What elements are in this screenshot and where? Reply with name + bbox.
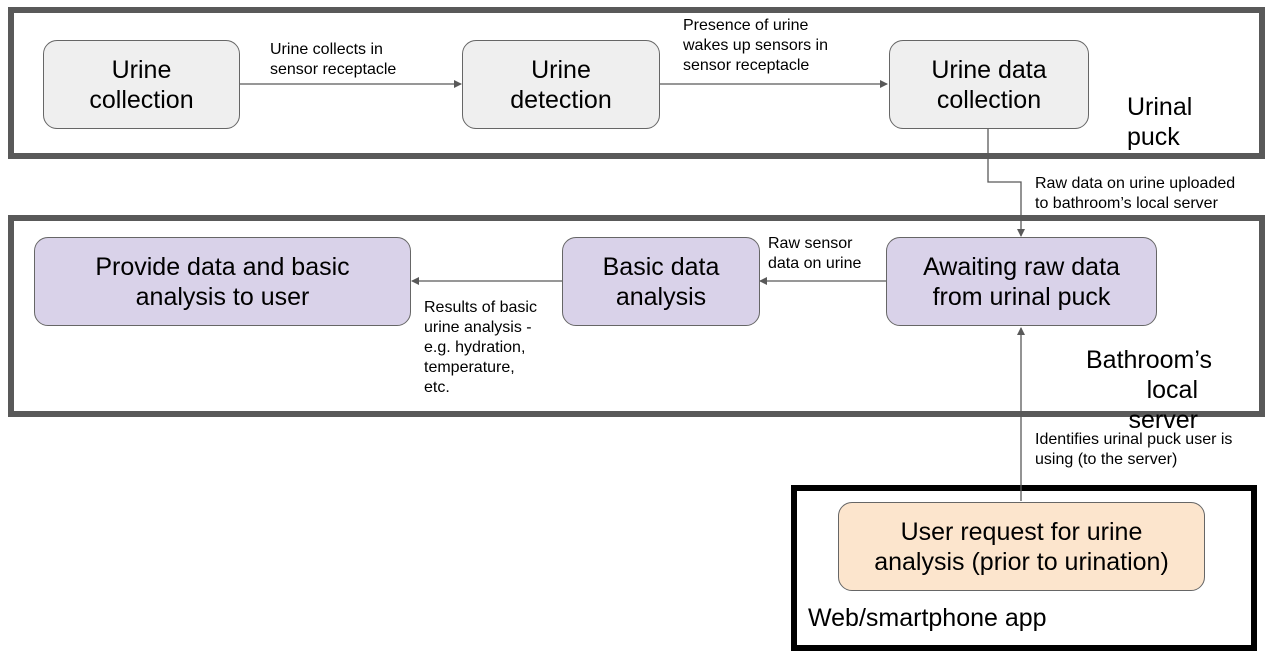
edge-label-collects: Urine collects in sensor receptacle (270, 41, 397, 78)
group-label-app: Web/smartphone app (808, 604, 1047, 632)
edge-label-raw-sensor: Raw sensor data on urine (768, 235, 862, 272)
edge-label-raw-upload: Raw data on urine uploaded to bathroom’s… (1035, 175, 1236, 212)
node-urine-collection: Urine collection (43, 40, 240, 129)
app-frame (791, 485, 1257, 651)
node-basic-data-analysis: Basic data analysis (562, 237, 760, 326)
edge-data-collection-to-awaiting (987, 129, 1025, 237)
edge-label-presence: Presence of urine wakes up sensors in se… (683, 17, 828, 74)
edge-label-results: Results of basic urine analysis - e.g. h… (424, 299, 537, 396)
node-user-request: User request for urine analysis (prior t… (838, 502, 1205, 591)
group-label-local-server: Bathroom’s local server (1086, 346, 1212, 434)
node-awaiting-raw-data: Awaiting raw data from urinal puck (886, 237, 1157, 326)
node-urine-detection: Urine detection (462, 40, 660, 129)
node-provide-data: Provide data and basic analysis to user (34, 237, 411, 326)
node-urine-data-collection: Urine data collection (889, 40, 1089, 129)
edge-label-identifies: Identifies urinal puck user is using (to… (1035, 431, 1233, 468)
local-server-frame (8, 215, 1265, 417)
urinal-puck-frame (8, 7, 1265, 159)
group-label-urinal-puck: Urinal puck (1127, 93, 1193, 151)
